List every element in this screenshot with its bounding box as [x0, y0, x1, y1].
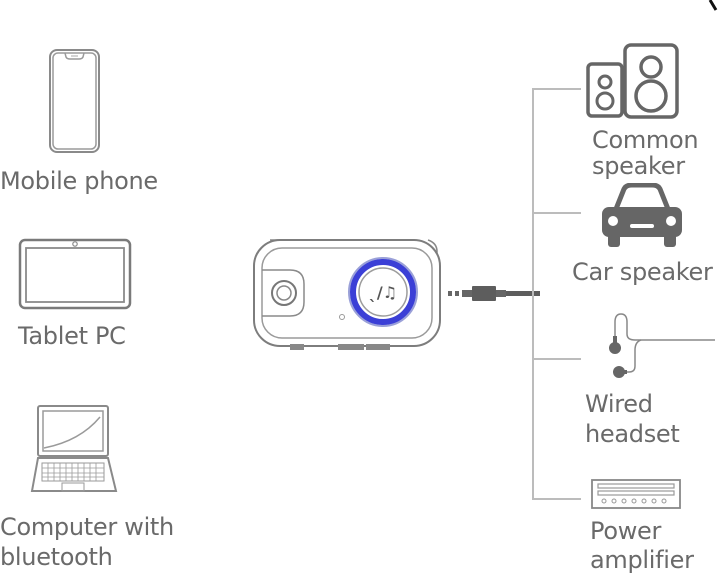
tablet-icon: [18, 238, 132, 310]
car-icon: [602, 183, 682, 247]
computer-label-line2: bluetooth: [0, 543, 113, 571]
call-music-button-ring: [348, 257, 418, 327]
headset-label-line2: headset: [585, 420, 680, 448]
headset-label-line1: Wired: [585, 390, 653, 418]
branch-speaker: [532, 88, 581, 90]
branch-amplifier: [532, 498, 581, 500]
call-music-icon: ˎ/♫: [369, 283, 397, 302]
earphones-icon: [609, 313, 715, 378]
laptop-icon: [30, 405, 118, 492]
amplifier-label-line1: Power: [590, 517, 662, 545]
branch-headset: [532, 358, 581, 360]
computer-label-line1: Computer with: [0, 513, 174, 541]
car-speaker-label: Car speaker: [572, 258, 713, 286]
mobile-phone-icon: [49, 49, 100, 153]
tablet-label: Tablet PC: [18, 322, 126, 350]
mobile-phone-label: Mobile phone: [0, 167, 158, 195]
branch-car: [532, 212, 581, 214]
speaker-label-line2: speaker: [592, 152, 685, 180]
corner-mark: [708, 0, 718, 11]
amplifier-icon: [591, 479, 681, 509]
branch-trunk: [532, 88, 534, 500]
bluetooth-audio-adapter-icon: ˎ/♫: [253, 239, 540, 350]
amplifier-label-line2: amplifier: [590, 546, 694, 574]
speaker-icon: [586, 43, 679, 119]
speaker-label-line1: Common: [592, 126, 699, 154]
